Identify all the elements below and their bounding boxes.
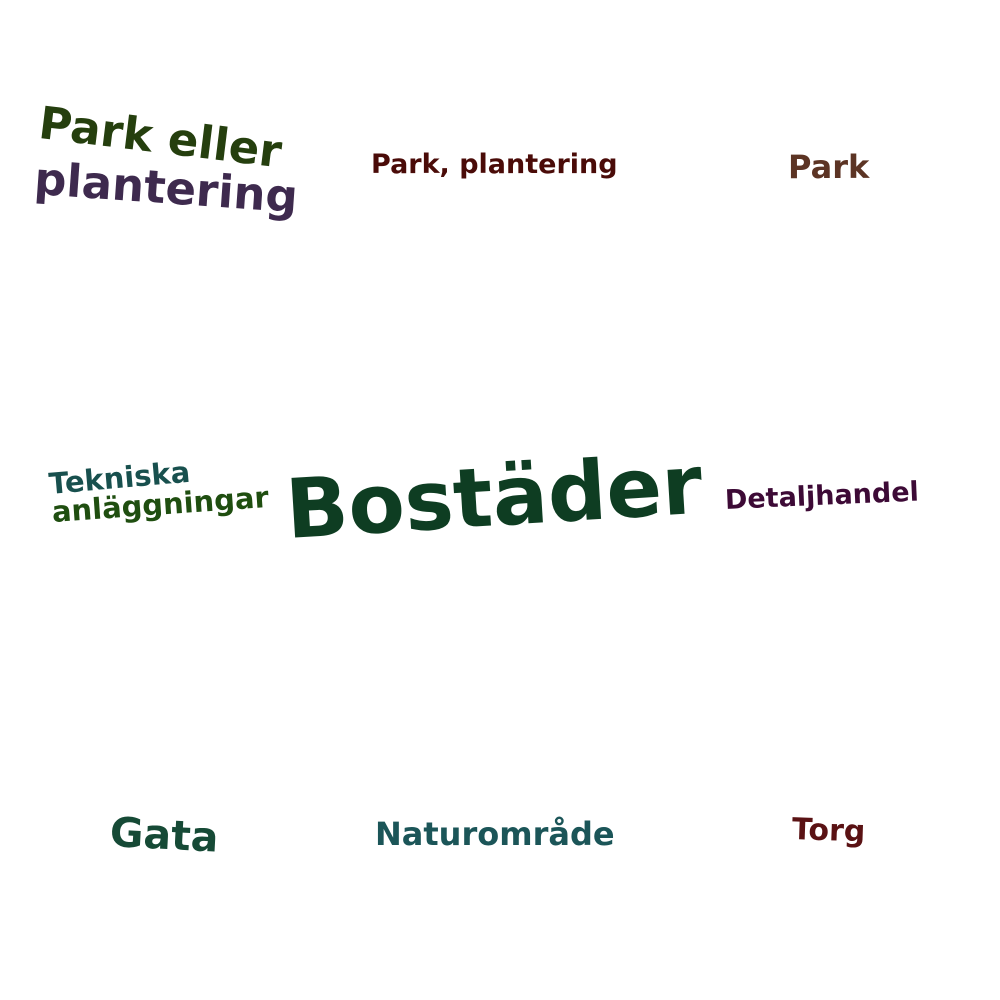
word-torg: Torg (791, 812, 866, 850)
word-park-plantering: Park, plantering (371, 149, 618, 180)
word-detaljhandel: Detaljhandel (724, 476, 920, 516)
word-bostader: Bostäder (283, 437, 706, 558)
word-naturomrade: Naturområde (375, 815, 615, 853)
word-park: Park (788, 148, 870, 186)
word-gata: Gata (108, 808, 220, 862)
